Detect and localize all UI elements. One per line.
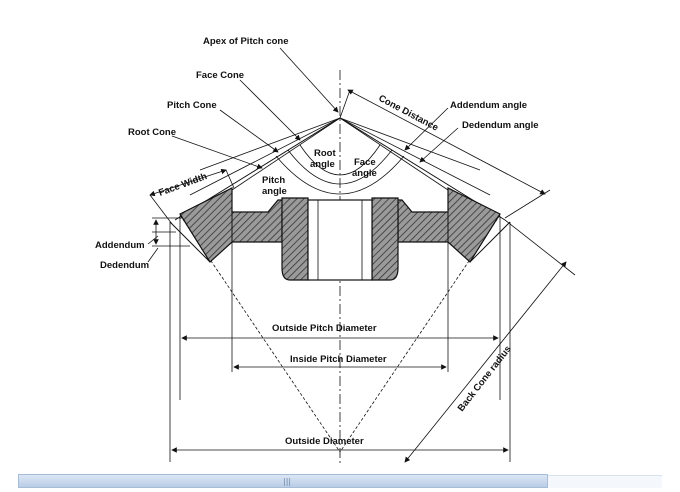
dedendum-label: Dedendum — [100, 260, 149, 271]
back-cone-radius-label: Back Cone radius — [456, 344, 514, 414]
dimension-lines — [149, 89, 576, 463]
pitch-angle-label: Pitch — [262, 175, 285, 186]
outside-pitch-diameter-label: Outside Pitch Diameter — [272, 323, 377, 334]
face-width-label: Face Width — [157, 171, 208, 199]
apex-of-pitch-cone-label: Apex of Pitch cone — [203, 36, 289, 47]
face-angle-label: Face — [354, 157, 376, 168]
gear-cross-section — [169, 187, 511, 281]
face-angle-label-2: angle — [352, 168, 377, 179]
dedendum-angle-label: Dedendum angle — [462, 120, 539, 131]
horizontal-scrollbar[interactable]: ||| — [18, 474, 548, 488]
scrollbar-track[interactable] — [548, 475, 662, 488]
addendum-label: Addendum — [95, 240, 145, 251]
addendum-angle-label: Addendum angle — [450, 100, 527, 111]
root-cone-label: Root Cone — [128, 127, 176, 138]
cone-distance-label: Cone Distance — [377, 93, 440, 134]
root-angle-label: Root — [314, 148, 336, 159]
leader-lines — [147, 47, 459, 263]
scrollbar-grip-icon[interactable]: ||| — [283, 477, 292, 486]
inside-pitch-diameter-label: Inside Pitch Diameter — [290, 354, 387, 365]
pitch-cone-label: Pitch Cone — [167, 100, 217, 111]
pitch-angle-label-2: angle — [262, 186, 287, 197]
root-angle-label-2: angle — [310, 159, 335, 170]
outside-diameter-label: Outside Diameter — [285, 436, 364, 447]
face-cone-label: Face Cone — [196, 70, 244, 81]
